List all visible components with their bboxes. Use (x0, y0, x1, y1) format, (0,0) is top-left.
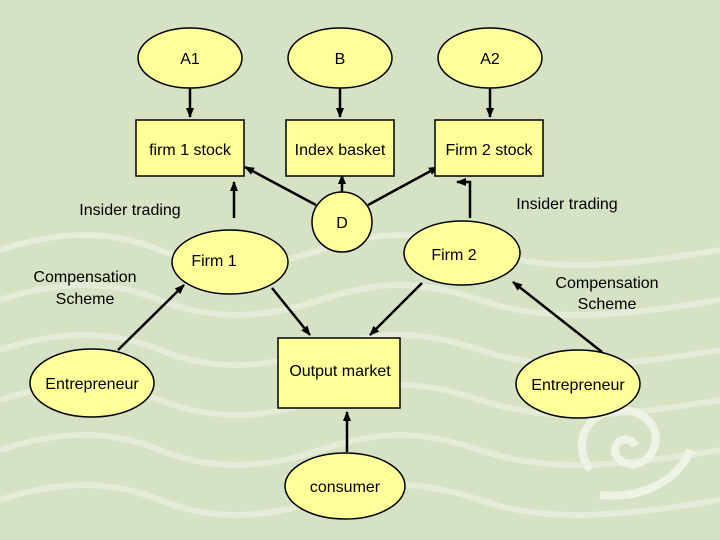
node-d: D (311, 191, 373, 253)
node-firm2: Firm 2 (403, 220, 521, 286)
compensation-left-line2: Scheme (56, 291, 115, 308)
corner-ornament (577, 405, 694, 500)
arrow-entrepreneur-to-firm1 (117, 284, 185, 351)
node-a2-label: A2 (480, 51, 500, 68)
node-a1-label: A1 (180, 51, 200, 68)
connectors (117, 87, 603, 452)
insider-trading-right-label: Insider trading (516, 196, 617, 213)
node-a2: A2 (437, 27, 543, 89)
arrow-firm2-to-output-market (369, 282, 423, 336)
arrow-firm1-to-output-market (271, 287, 311, 336)
node-entrepreneur-left: Entrepreneur (29, 348, 155, 418)
compensation-right-line1: Compensation (555, 275, 658, 292)
insider-trading-left-label: Insider trading (79, 202, 180, 219)
compensation-right-line2: Scheme (578, 296, 637, 313)
node-d-label: D (336, 215, 348, 232)
node-firm1-stock: firm 1 stock (135, 119, 245, 177)
node-consumer: consumer (284, 452, 406, 520)
node-b: B (287, 27, 393, 89)
node-firm1-stock-label: firm 1 stock (149, 142, 232, 159)
node-b-label: B (335, 51, 346, 68)
node-output-market: Output market (277, 337, 401, 409)
arrow-d-to-firm2-stock (367, 165, 439, 207)
node-firm1: Firm 1 (171, 229, 289, 295)
node-a1: A1 (137, 27, 243, 89)
arrow-insider-trading-right (456, 178, 472, 218)
node-index-basket-label: Index basket (295, 142, 386, 159)
node-output-market-label: Output market (289, 363, 391, 380)
arrow-d-to-firm1-stock (244, 165, 317, 207)
compensation-left-line1: Compensation (33, 269, 136, 286)
node-index-basket: Index basket (285, 119, 395, 177)
node-firm2-stock: Firm 2 stock (434, 119, 544, 177)
arrow-entrepreneur-to-firm2 (512, 281, 603, 353)
node-consumer-label: consumer (310, 479, 381, 496)
node-entrepreneur-left-label: Entrepreneur (45, 376, 139, 393)
node-entrepreneur-right: Entrepreneur (515, 349, 641, 419)
node-firm2-stock-label: Firm 2 stock (445, 142, 533, 159)
node-firm1-label: Firm 1 (191, 253, 236, 270)
node-entrepreneur-right-label: Entrepreneur (531, 377, 625, 394)
node-firm2-label: Firm 2 (431, 247, 476, 264)
